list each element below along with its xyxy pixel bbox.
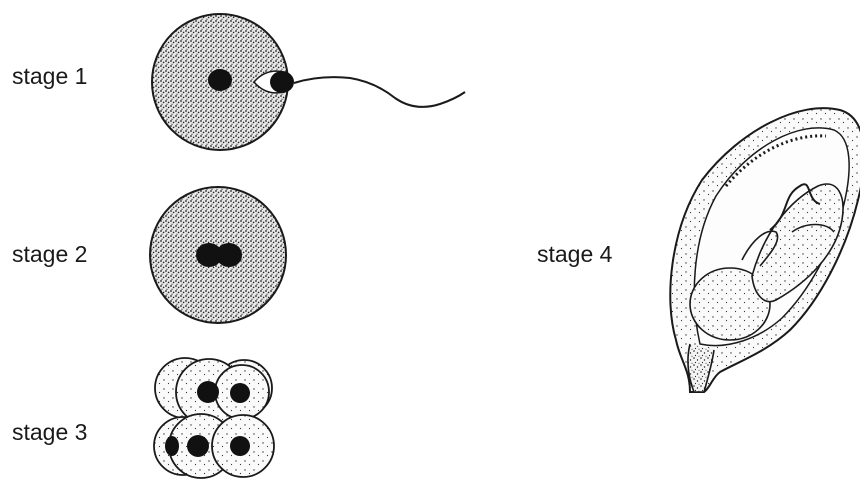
nucleus-3: [165, 436, 179, 456]
stage-2-zygote: [150, 187, 286, 323]
sperm-nucleus: [270, 71, 294, 93]
nucleus-2: [230, 383, 250, 403]
stage-4-fetus-in-uterus: [670, 108, 860, 392]
sperm-tail: [294, 77, 465, 107]
zygote-nucleus-right: [216, 243, 242, 267]
stage-3-cell-cluster: [154, 358, 274, 478]
egg-nucleus: [208, 69, 232, 91]
nucleus-4: [187, 435, 209, 457]
nucleus-1: [197, 381, 219, 403]
nucleus-5: [230, 436, 250, 456]
stage-1-egg-with-sperm: [152, 14, 465, 150]
